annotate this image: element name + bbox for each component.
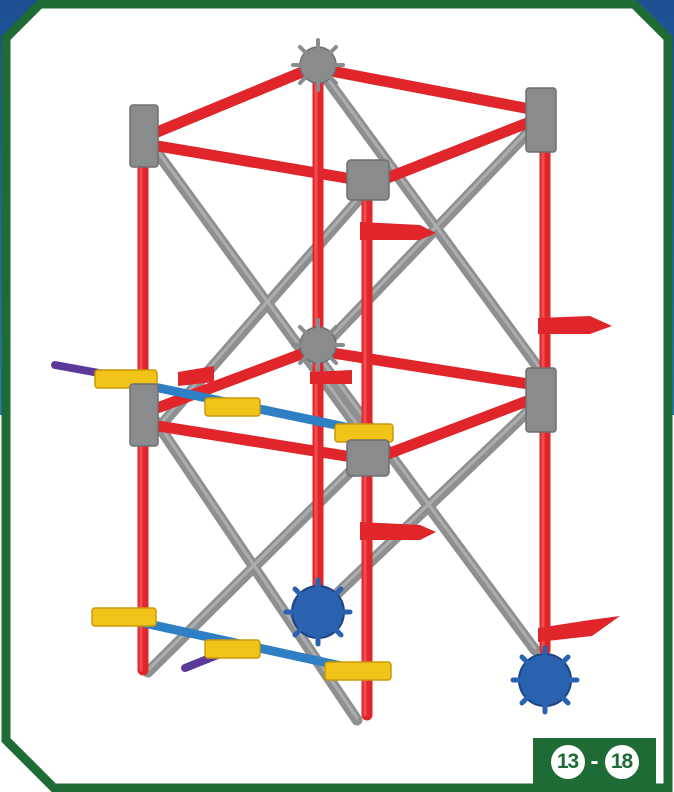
step-start-number: 13 (551, 745, 585, 779)
step-separator: - (591, 745, 599, 779)
step-range-badge: 13 - 18 (533, 738, 656, 786)
step-end-number: 18 (605, 745, 639, 779)
